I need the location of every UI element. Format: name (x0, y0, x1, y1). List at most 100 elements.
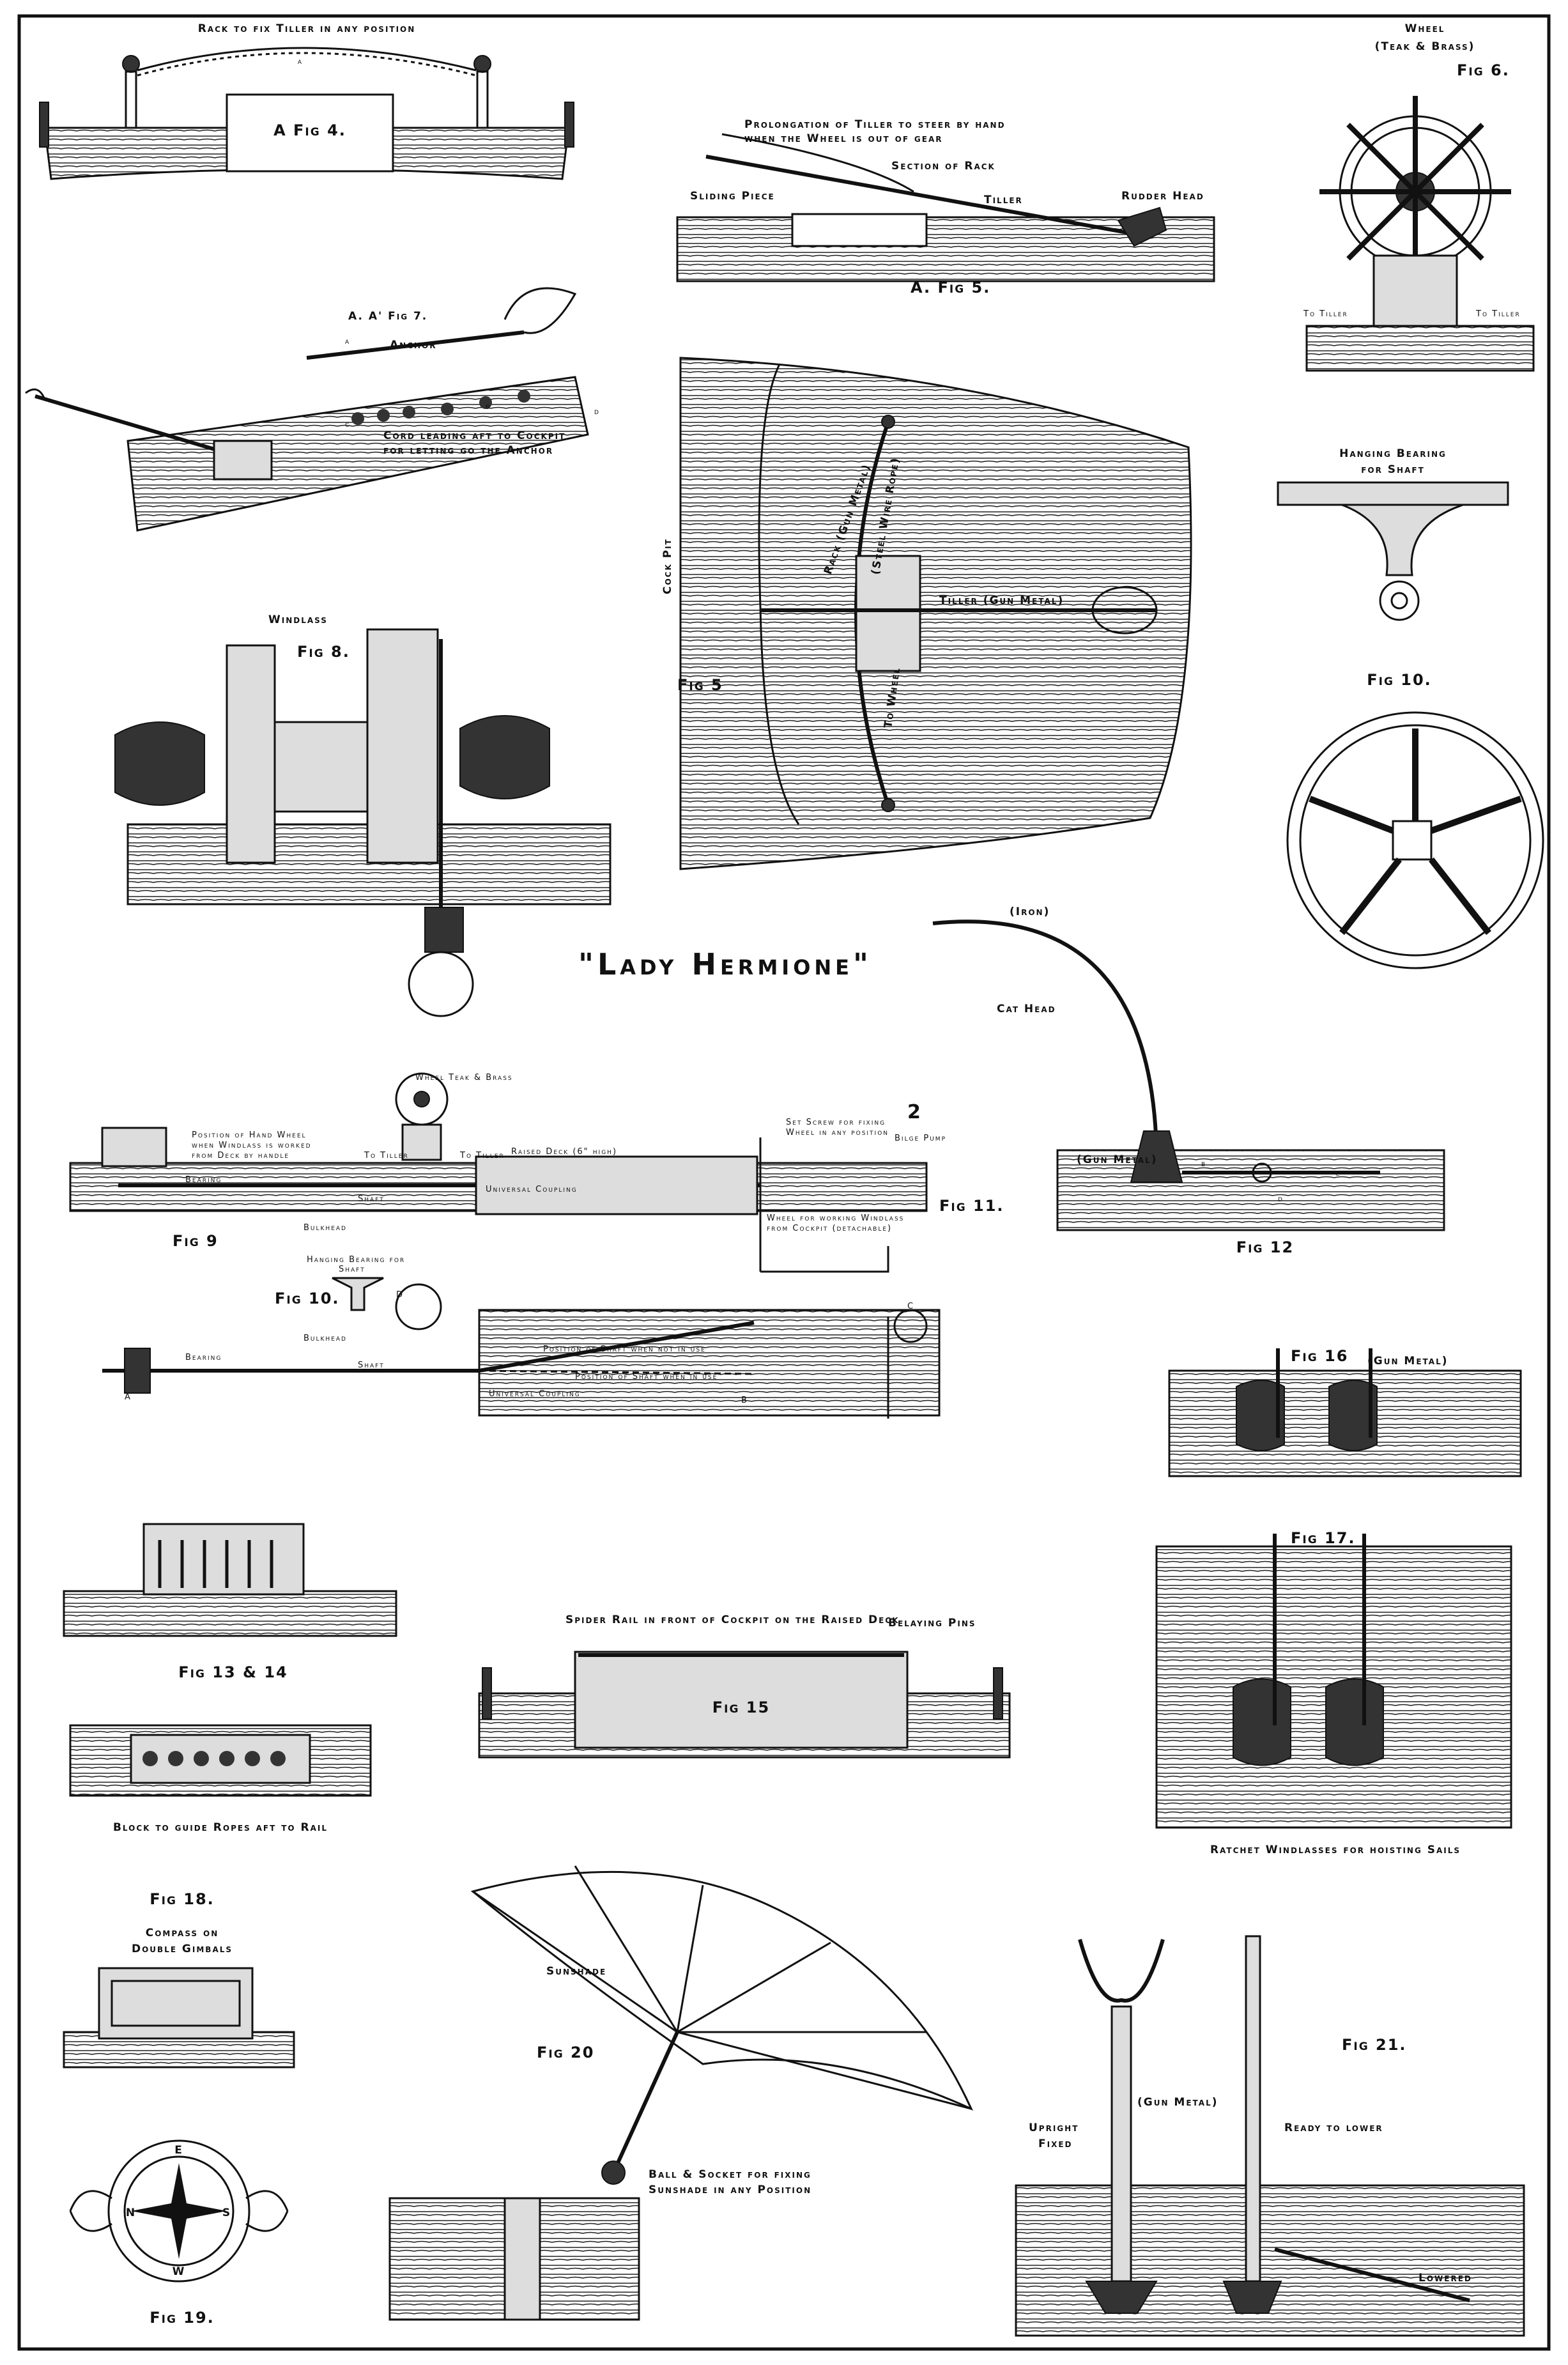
fig7-c: c (345, 420, 350, 429)
fig9-wheelfor: Wheel for working Windlass (767, 1213, 904, 1223)
fig1314-label: Fig 13 & 14 (178, 1663, 288, 1681)
fig9-two: 2 (907, 1101, 922, 1123)
fig9-D: D (396, 1290, 404, 1300)
fig12-iron: (Iron) (1010, 905, 1050, 918)
fig9-position: Position of Hand Wheel (192, 1130, 307, 1140)
fig9-position2: when Windlass is worked (192, 1141, 312, 1150)
fig10-head: Hanging Bearing (1339, 447, 1447, 460)
fig-17: Fig 17. Ratchet Windlasses for hoisting … (1155, 1529, 1512, 1856)
plate-title: "Lady Hermione" (578, 947, 872, 982)
fig-6-wheel: Wheel (Teak & Brass) Fig 6. To Tiller To… (1303, 22, 1535, 372)
fig19-W: W (173, 2265, 186, 2278)
fig21-lowered: Lowered (1418, 2272, 1472, 2284)
fig7-b: b (486, 402, 491, 412)
fig9-bearing: Bearing (185, 1175, 222, 1185)
fig9-shaft2: Shaft (358, 1360, 385, 1370)
fig6-right: To Tiller (1475, 309, 1521, 319)
fig18-compass2: Double Gimbals (132, 1943, 233, 1955)
fig9-pos-not: Position of Shaft when not in use (543, 1344, 706, 1354)
fig9-bearing2: Bearing (185, 1353, 222, 1362)
fig9-pos-in: Position of Shaft when in use (575, 1372, 718, 1382)
fig9-A: A (125, 1392, 132, 1402)
fig15-label: Fig 15 (712, 1699, 770, 1716)
plate-border (17, 14, 1551, 2351)
fig17-label: Fig 17. (1291, 1529, 1356, 1547)
fig-16: Fig 16 (Gun Metal) (1168, 1347, 1522, 1477)
fig7-anchor: Anchor (390, 339, 437, 351)
fig4-top-label: Rack to fix Tiller in any position (198, 22, 416, 35)
fig12-gun: (Gun Metal) (1077, 1153, 1158, 1166)
fig9-B: B (741, 1396, 748, 1405)
fig-18-compass: Fig 18. Compass on Double Gimbals (63, 1890, 295, 2068)
fig20-ball2: Sunshade in any Position (649, 2184, 811, 2196)
fig10-head2: for Shaft (1361, 463, 1425, 476)
fig5-tiller: Tiller (Gun Metal) (939, 594, 1064, 607)
fig9-pump: Bilge Pump (895, 1134, 946, 1143)
fig20-label: Fig 20 (537, 2044, 594, 2061)
fig9-totiller: To Tiller (364, 1151, 409, 1160)
fig5a-rudder: Rudder Head (1121, 190, 1204, 203)
fig20-sunshade: Sunshade (546, 1965, 606, 1978)
fig9-totiller2: To Tiller (459, 1151, 505, 1160)
fig1314-caption: Block to guide Ropes aft to Rail (113, 1821, 328, 1834)
fig19-E: E (174, 2144, 183, 2157)
fig7-label: A. A' Fig 7. (348, 310, 427, 323)
fig9-bulkhead: Bulkhead (304, 1223, 347, 1233)
fig10-label: Fig 10. (1367, 671, 1432, 689)
fig8-title: Windlass (268, 613, 328, 626)
fig-4: Rack to fix Tiller in any position a A F… (39, 22, 574, 180)
fig-21-crutches: Fig 21. Upright Fixed (Gun Metal) Ready … (1015, 1935, 1525, 2337)
fig12-d: d (1278, 1194, 1284, 1204)
fig19-N: N (126, 2207, 136, 2219)
fig17-caption: Ratchet Windlasses for hoisting Sails (1210, 1844, 1461, 1856)
fig12-c: c (1335, 1169, 1341, 1178)
fig15-belay: Belaying Pins (888, 1617, 976, 1629)
fig16-gun: (Gun Metal) (1367, 1355, 1449, 1367)
fig20-ball: Ball & Socket for fixing (649, 2168, 811, 2181)
fig7-d: d (594, 407, 600, 417)
fig5a-prolong2: when the Wheel is out of gear (744, 132, 943, 145)
fig5-cockpit: Cock Pit (661, 538, 674, 594)
fig8-label: Fig 8. (297, 643, 350, 661)
fig9-fig10: Fig 10. (275, 1290, 340, 1307)
fig-12-cathead: (Iron) Cat Head (Gun Metal) b c d Fig 12 (932, 905, 1445, 1256)
fig-8-windlass: Windlass Fig 8. (114, 613, 611, 1017)
fig21-upright: Upright (1029, 2122, 1079, 2134)
fig12-cat: Cat Head (997, 1003, 1056, 1015)
fig-13-14: Fig 13 & 14 Block to guide Ropes aft to … (63, 1523, 397, 1834)
fig-5a: Prolongation of Tiller to steer by hand … (676, 118, 1215, 297)
fig-19-compass-card: E N S W Fig 19. (69, 2139, 289, 2327)
fig16-label: Fig 16 (1291, 1347, 1348, 1365)
fig9-shaft: Shaft (358, 1194, 385, 1204)
fig5a-label: A. Fig 5. (911, 279, 990, 297)
fig4-a: a (298, 57, 303, 66)
fig9-coupling: Universal Coupling (486, 1185, 578, 1194)
fig5a-prolong: Prolongation of Tiller to steer by hand (744, 118, 1006, 131)
fig9-label: Fig 9 (173, 1232, 219, 1250)
fig7-a: a (345, 337, 350, 346)
fig7-cord2: for letting go the Anchor (383, 444, 553, 457)
fig-15-spider-rail: Spider Rail in front of Cockpit on the R… (478, 1614, 1011, 1759)
fig6-wheel2: (Teak & Brass) (1375, 40, 1475, 53)
fig9-coupling2: Universal Coupling (489, 1389, 581, 1399)
fig6-label: Fig 6. (1457, 61, 1510, 79)
fig21-label: Fig 21. (1342, 2036, 1407, 2054)
fig7-cord: Cord leading aft to Cockpit (383, 429, 565, 442)
fig18-label: Fig 18. (150, 1890, 215, 1908)
fig9-hanging: Hanging Bearing for (307, 1255, 405, 1265)
fig9-hanging2: Shaft (339, 1265, 365, 1274)
fig-10: Hanging Bearing for Shaft Fig 10. (1277, 447, 1544, 969)
fig9-wheelfor2: from Cockpit (detachable) (767, 1224, 892, 1233)
fig6-wheel: Wheel (1405, 22, 1445, 35)
fig12-b: b (1201, 1159, 1206, 1169)
fig-9-steering: Wheel Teak & Brass Position of Hand Whee… (69, 1072, 1003, 1419)
fig19-label: Fig 19. (150, 2309, 215, 2327)
fig5a-rack: Section of Rack (891, 160, 995, 173)
fig9-raised: Raised Deck (6" high) (511, 1147, 617, 1157)
fig18-compass: Compass on (146, 1927, 219, 1939)
fig19-S: S (222, 2207, 231, 2219)
fig9-bulkhead2: Bulkhead (304, 1334, 347, 1343)
fig12-label: Fig 12 (1236, 1238, 1294, 1256)
fig5a-tiller: Tiller (984, 194, 1023, 206)
fig4-label: A Fig 4. (273, 121, 346, 139)
